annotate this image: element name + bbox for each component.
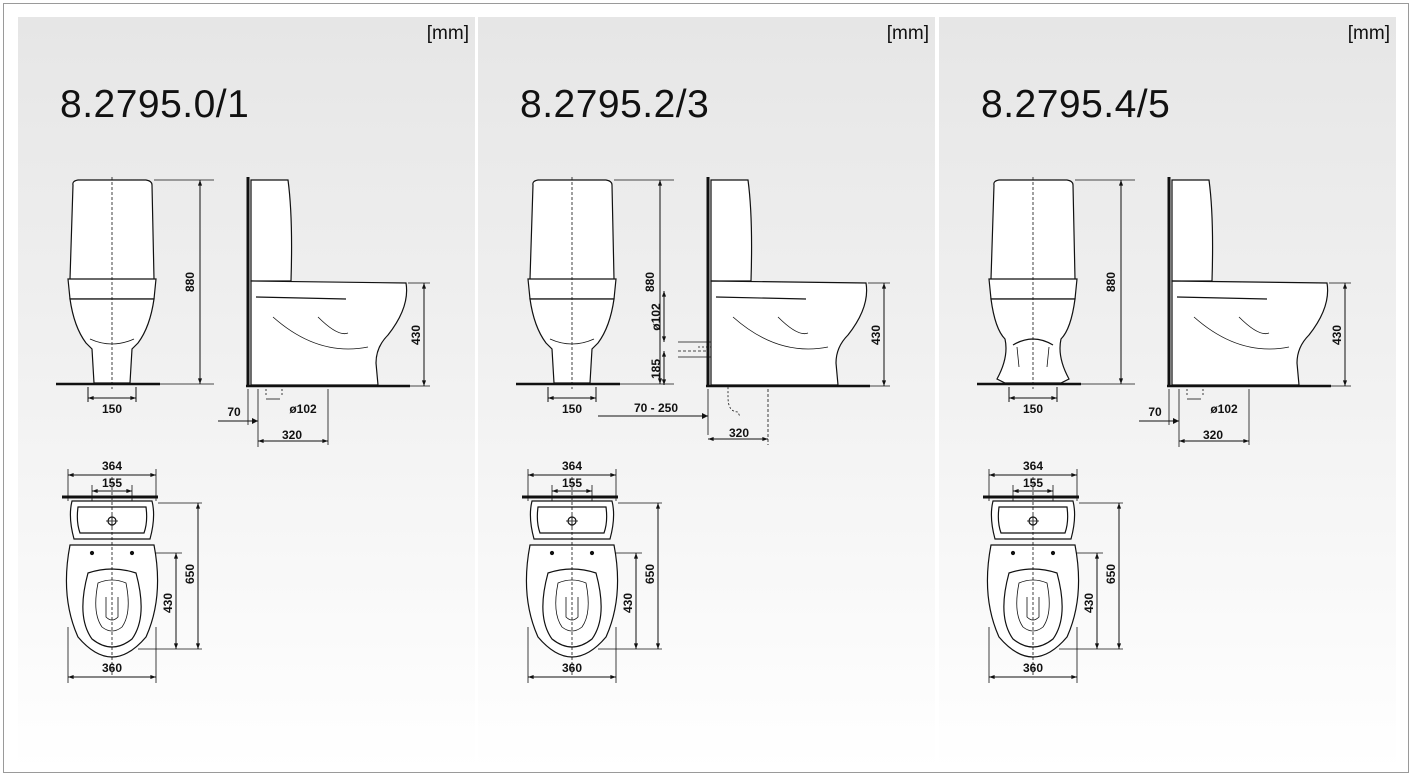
dimension-depth-seat: 430 bbox=[621, 593, 635, 613]
dimension-wall-offset: 70 bbox=[227, 405, 241, 419]
dimension-foot-width: 150 bbox=[1023, 402, 1043, 416]
dimension-outlet-diameter: ø102 bbox=[289, 402, 317, 416]
dimension-depth-total: 650 bbox=[643, 564, 657, 584]
dimension-depth-seat: 430 bbox=[161, 593, 175, 613]
dimension-outlet-distance: 320 bbox=[729, 426, 749, 440]
unit-label: [mm] bbox=[426, 23, 469, 44]
side-view bbox=[706, 177, 870, 388]
dimension-foot-width: 150 bbox=[562, 402, 582, 416]
top-view bbox=[62, 477, 159, 677]
dimension-depth-seat: 430 bbox=[1082, 593, 1096, 613]
side-view bbox=[246, 177, 410, 388]
model-number: 8.2795.4/5 bbox=[981, 83, 1171, 126]
dimension-top-width: 364 bbox=[102, 459, 122, 473]
dimension-top-width: 364 bbox=[562, 459, 582, 473]
front-view bbox=[56, 177, 160, 389]
dimension-seat-height: 430 bbox=[409, 325, 423, 345]
dimension-foot-width: 150 bbox=[102, 402, 122, 416]
drawing-panel: [mm] 8.2795.2/3 150 880 430 ø102 185 70 - 250 32… bbox=[478, 17, 935, 770]
dimension-top-width: 364 bbox=[1023, 459, 1043, 473]
side-view bbox=[1167, 177, 1331, 388]
front-view bbox=[977, 177, 1081, 389]
dimension-outlet-diameter: ø102 bbox=[1210, 402, 1238, 416]
dimension-pipe-height: 185 bbox=[649, 359, 663, 379]
front-view bbox=[516, 177, 620, 389]
dimension-height: 880 bbox=[183, 272, 197, 292]
dimension-depth-total: 650 bbox=[183, 564, 197, 584]
dimension-height: 880 bbox=[1104, 272, 1118, 292]
top-view bbox=[983, 477, 1080, 677]
dimension-height: 880 bbox=[643, 272, 657, 292]
model-number: 8.2795.0/1 bbox=[60, 83, 250, 126]
dimension-outlet-distance: 320 bbox=[282, 428, 302, 442]
dimension-seat-height: 430 bbox=[869, 325, 883, 345]
unit-label: [mm] bbox=[1347, 23, 1390, 44]
dimension-wall-offset: 70 bbox=[1148, 405, 1162, 419]
dimension-seat-height: 430 bbox=[1330, 325, 1344, 345]
dimension-wall-offset-range: 70 - 250 bbox=[634, 401, 678, 415]
dimension-pipe-diameter: ø102 bbox=[649, 303, 663, 331]
model-number: 8.2795.2/3 bbox=[520, 83, 710, 126]
dimension-depth-total: 650 bbox=[1104, 564, 1118, 584]
dimension-outlet-distance: 320 bbox=[1203, 428, 1223, 442]
unit-label: [mm] bbox=[886, 23, 929, 44]
top-view bbox=[522, 477, 619, 677]
